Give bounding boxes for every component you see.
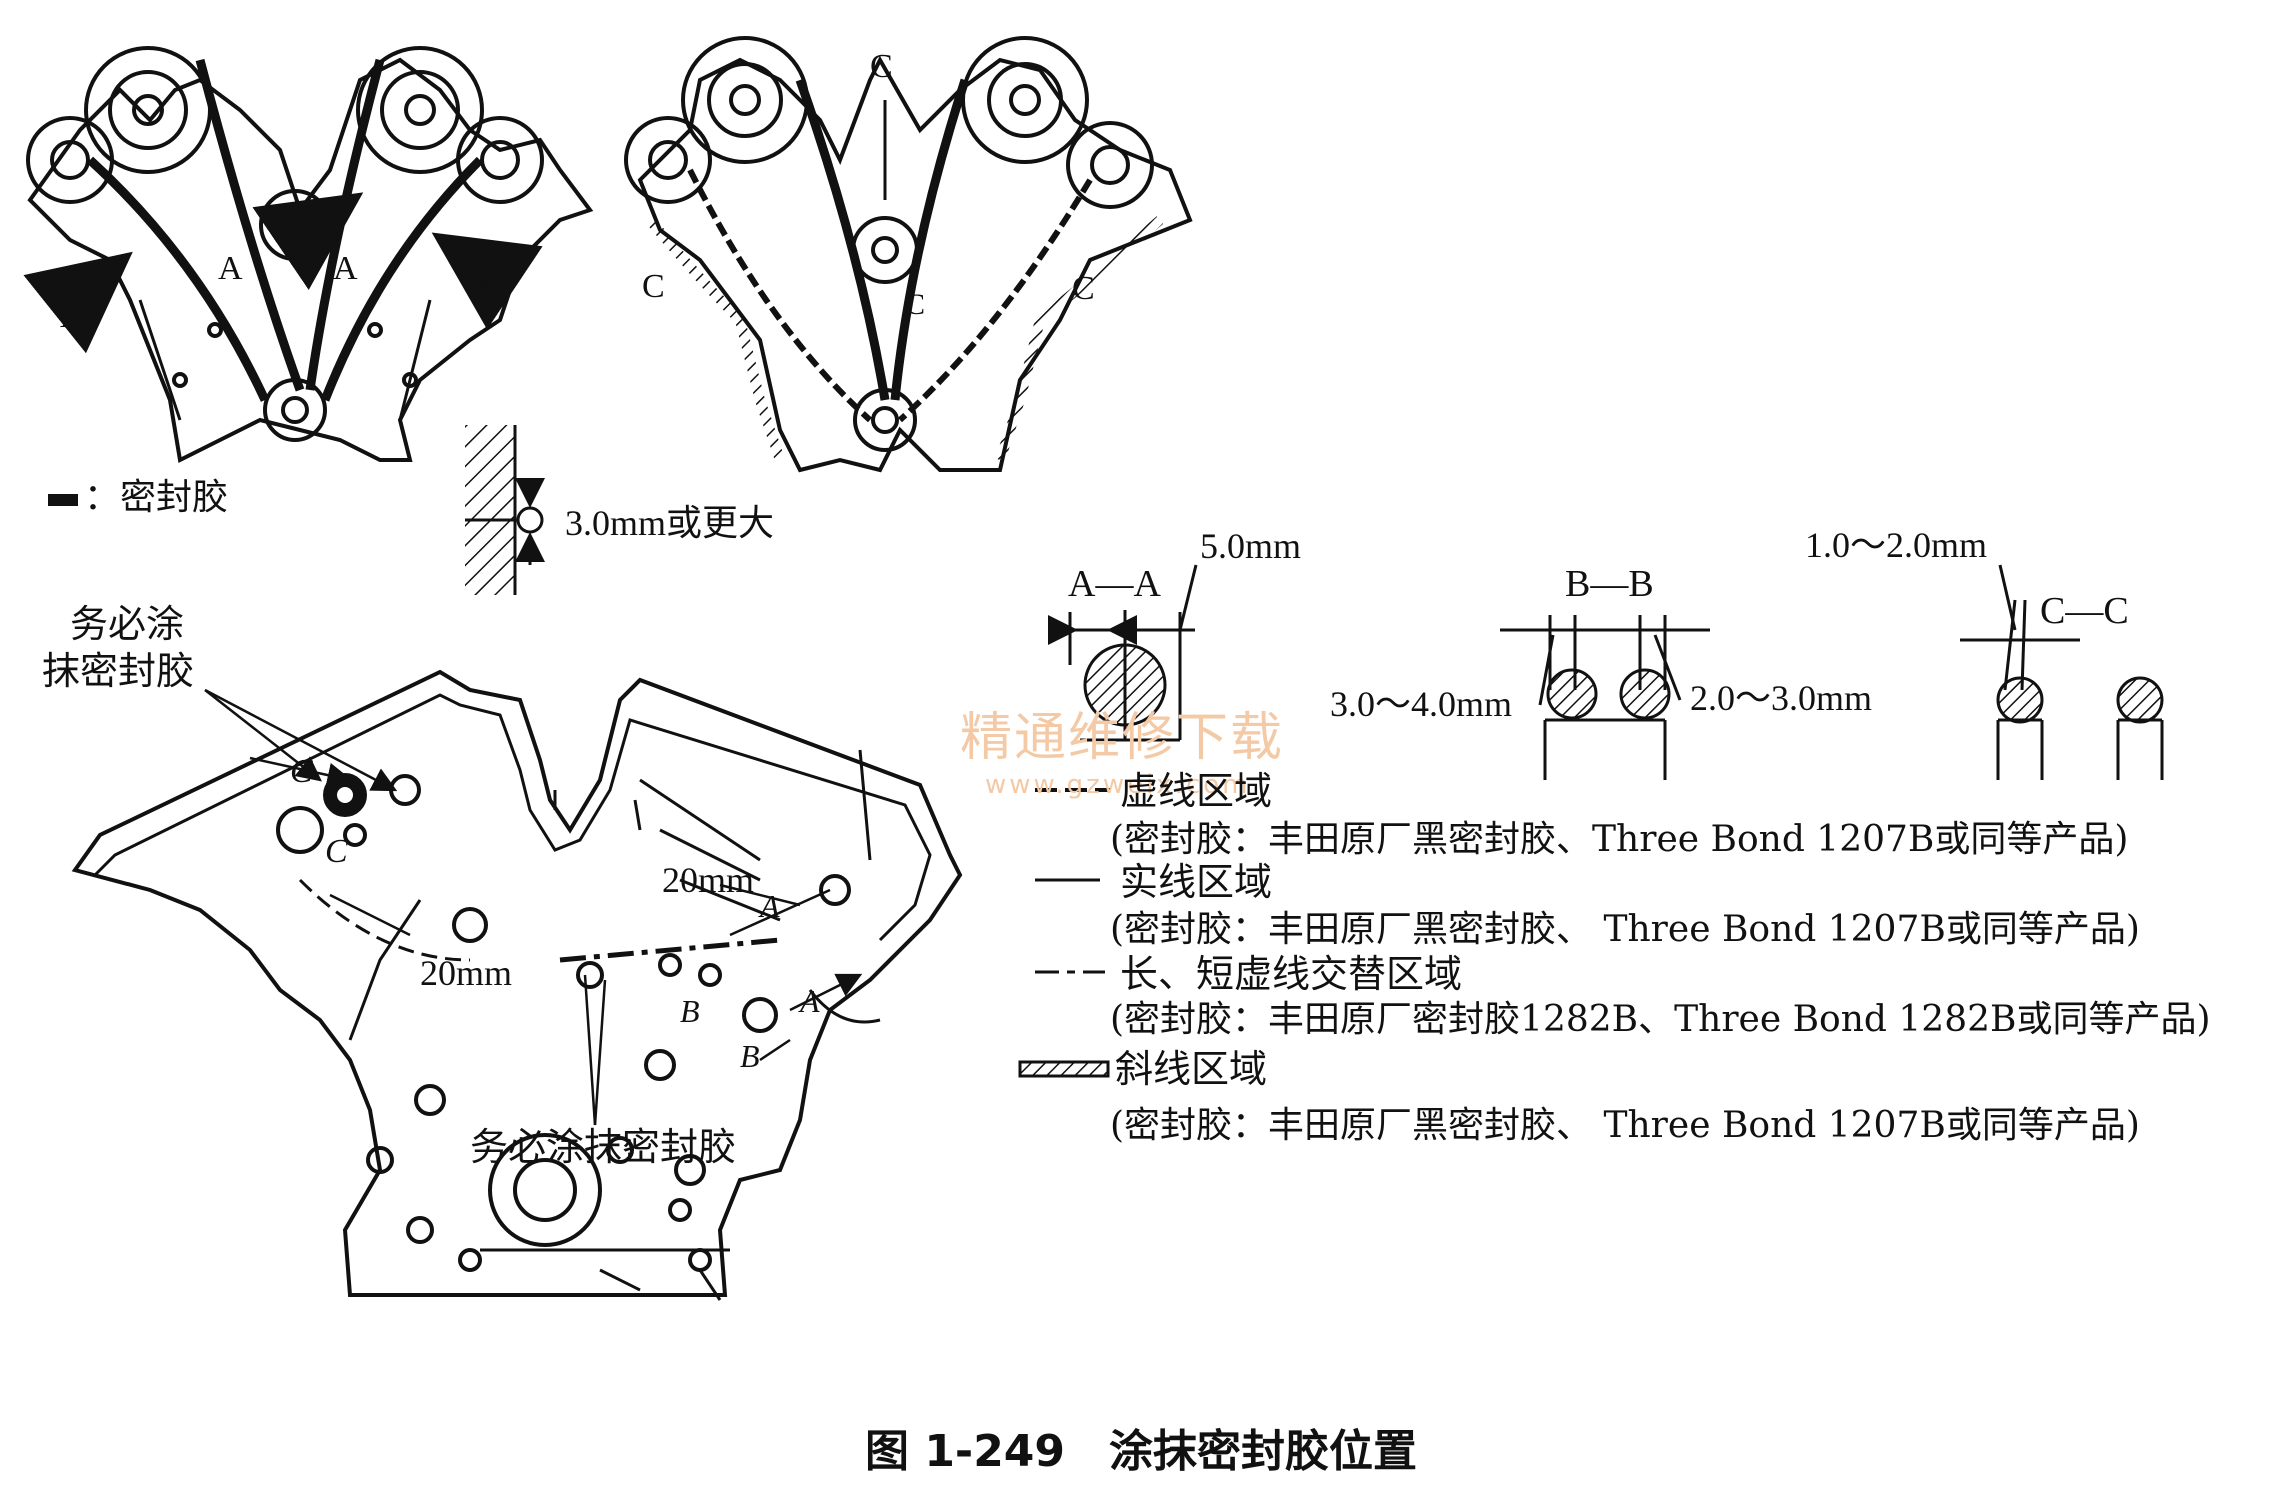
- sealant-arrows: [23, 192, 543, 354]
- label-a-1: A: [60, 298, 85, 335]
- bottom-label-a-1: A: [760, 888, 780, 924]
- legend-symbols: [1018, 788, 1110, 1078]
- bead-detail: [465, 425, 545, 595]
- label-c-left: C: [642, 268, 665, 305]
- legend-solid-desc: (密封胶：丰田原厂黑密封胶、 Three Bond 1207B或同等产品): [1110, 909, 2140, 950]
- dim-20mm-right: 20mm: [662, 860, 755, 900]
- legend-dashdot-desc: (密封胶：丰田原厂密封胶1282B、Three Bond 1282B或同等产品): [1110, 999, 2211, 1040]
- section-cc: [1960, 564, 2164, 780]
- label-a-3: A: [333, 250, 358, 287]
- section-aa-dim: 5.0mm: [1200, 526, 1302, 566]
- label-c-top: C: [870, 48, 893, 85]
- bottom-label-c-1: C: [290, 753, 313, 790]
- watermark-title: 精通维修下载: [960, 708, 1285, 768]
- legend-hatched-bar: [1018, 1060, 1110, 1078]
- timing-cover-view: [71, 669, 963, 1301]
- label-c-mid: C: [905, 288, 926, 321]
- section-bb-dim-right: 2.0～3.0mm: [1690, 678, 1873, 718]
- section-bb-dim-left: 3.0～4.0mm: [1330, 684, 1513, 724]
- legend-hatched-title: 斜线区域: [1115, 1047, 1268, 1091]
- bottom-label-b-2: B: [740, 1038, 760, 1074]
- top-right-engine-view: [624, 36, 1193, 473]
- callout-top-line1: 务必涂: [70, 602, 185, 646]
- callout-top-line2: 抹密封胶: [42, 649, 195, 693]
- section-aa-title: A—A: [1068, 563, 1161, 605]
- figure-caption: 图 1-249 涂抹密封胶位置: [865, 1426, 1418, 1477]
- bottom-label-a-2: A: [800, 983, 820, 1019]
- section-cc-dim: 1.0～2.0mm: [1805, 525, 1988, 565]
- legend-dashed-title: 虚线区域: [1120, 769, 1273, 813]
- dim-20mm-left: 20mm: [420, 953, 513, 993]
- sealant-legend-mark: [48, 494, 78, 506]
- section-cc-title: C—C: [2040, 590, 2129, 632]
- section-bb-title: B—B: [1565, 563, 1654, 605]
- label-a-2: A: [218, 250, 243, 287]
- bottom-label-b-1: B: [680, 993, 700, 1029]
- top-left-engine-view: [26, 46, 594, 463]
- watermark-url: www.gzweix.com: [985, 770, 1251, 800]
- legend-solid-title: 实线区域: [1120, 860, 1273, 904]
- callout-leaders: [204, 688, 863, 1126]
- bead-dimension-label: 3.0mm或更大: [565, 503, 775, 543]
- sealant-legend-text: ：密封胶: [84, 477, 229, 518]
- section-bb: [1500, 615, 1710, 780]
- label-c-right: C: [1072, 270, 1095, 307]
- legend-hatched-desc: (密封胶：丰田原厂黑密封胶、 Three Bond 1207B或同等产品): [1110, 1105, 2140, 1146]
- label-a-4: A: [472, 273, 497, 310]
- legend-dashed-desc: (密封胶：丰田原厂黑密封胶、Three Bond 1207B或同等产品): [1110, 819, 2129, 860]
- bottom-label-c-2: C: [325, 833, 348, 870]
- callout-bottom: 务必涂抹密封胶: [470, 1125, 737, 1169]
- section-aa: [1048, 564, 1198, 742]
- legend-dashdot-title: 长、短虚线交替区域: [1120, 952, 1463, 996]
